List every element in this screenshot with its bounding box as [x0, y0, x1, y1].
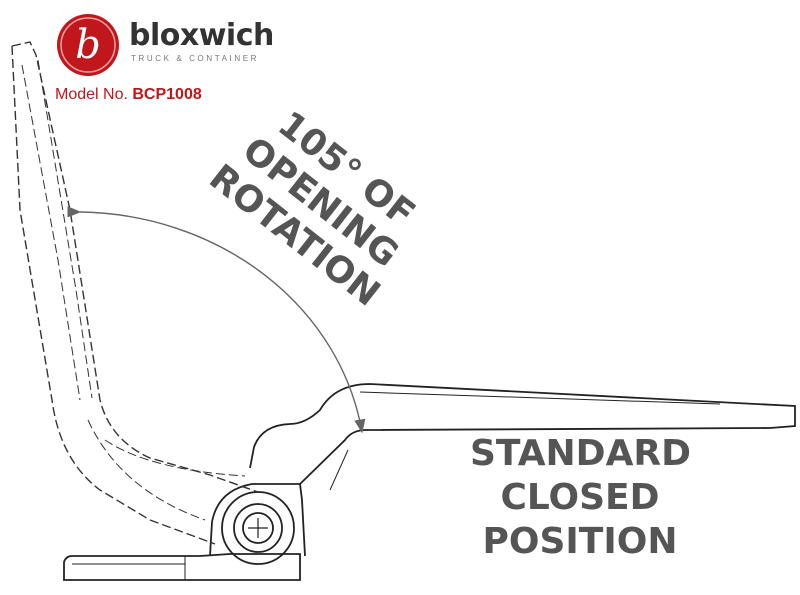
closed-line-2: CLOSED — [500, 477, 660, 518]
brand-tagline: TRUCK & CONTAINER — [131, 54, 260, 63]
model-code: BCP1008 — [132, 86, 202, 103]
pivot-knuckle — [209, 483, 306, 565]
open-arm — [11, 41, 259, 545]
brand-logo: b bloxwich TRUCK & CONTAINER — [55, 12, 274, 82]
svg-text:b: b — [75, 22, 101, 68]
logo-mark-icon: b — [57, 14, 119, 76]
closed-line-3: POSITION — [482, 521, 678, 562]
brand-name: bloxwich — [129, 18, 274, 53]
model-number: Model No. BCP1008 — [55, 86, 202, 104]
model-label: Model No. — [55, 86, 128, 103]
closed-position-label: STANDARD CLOSED POSITION — [470, 432, 692, 564]
closed-line-1: STANDARD — [470, 433, 692, 474]
rotation-arc — [67, 206, 366, 434]
base-plate — [63, 553, 301, 581]
